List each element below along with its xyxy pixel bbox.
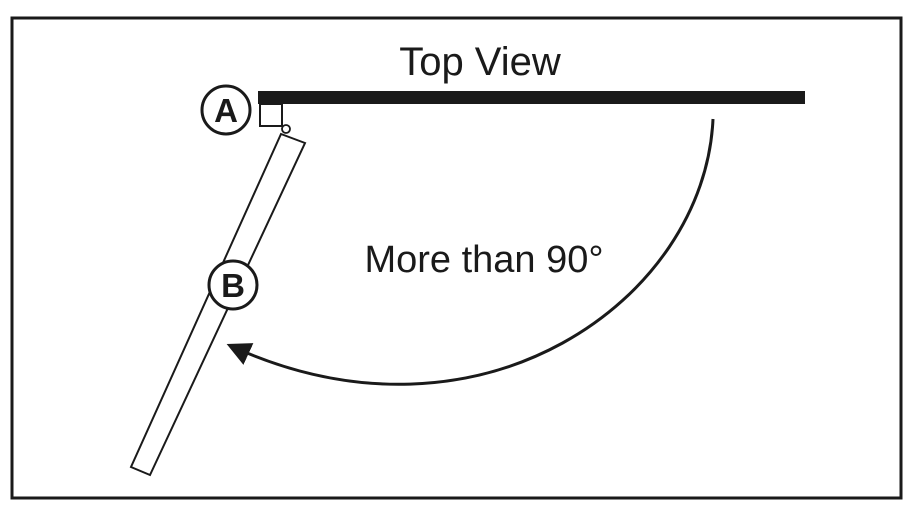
swing-arc-arrow	[226, 118, 715, 386]
marker-b-circle	[207, 259, 259, 311]
marker-a: A	[200, 84, 252, 136]
diagram-frame	[10, 16, 903, 500]
wall-bar	[258, 91, 805, 104]
diagram-title: Top View	[399, 40, 561, 84]
marker-b: B	[207, 259, 259, 311]
angle-label: More than 90°	[364, 239, 603, 281]
marker-a-circle	[200, 84, 252, 136]
marker-a-label: A	[214, 92, 238, 129]
hinge-bracket	[259, 103, 283, 127]
pivot-point	[281, 124, 291, 134]
marker-b-label: B	[221, 267, 245, 304]
